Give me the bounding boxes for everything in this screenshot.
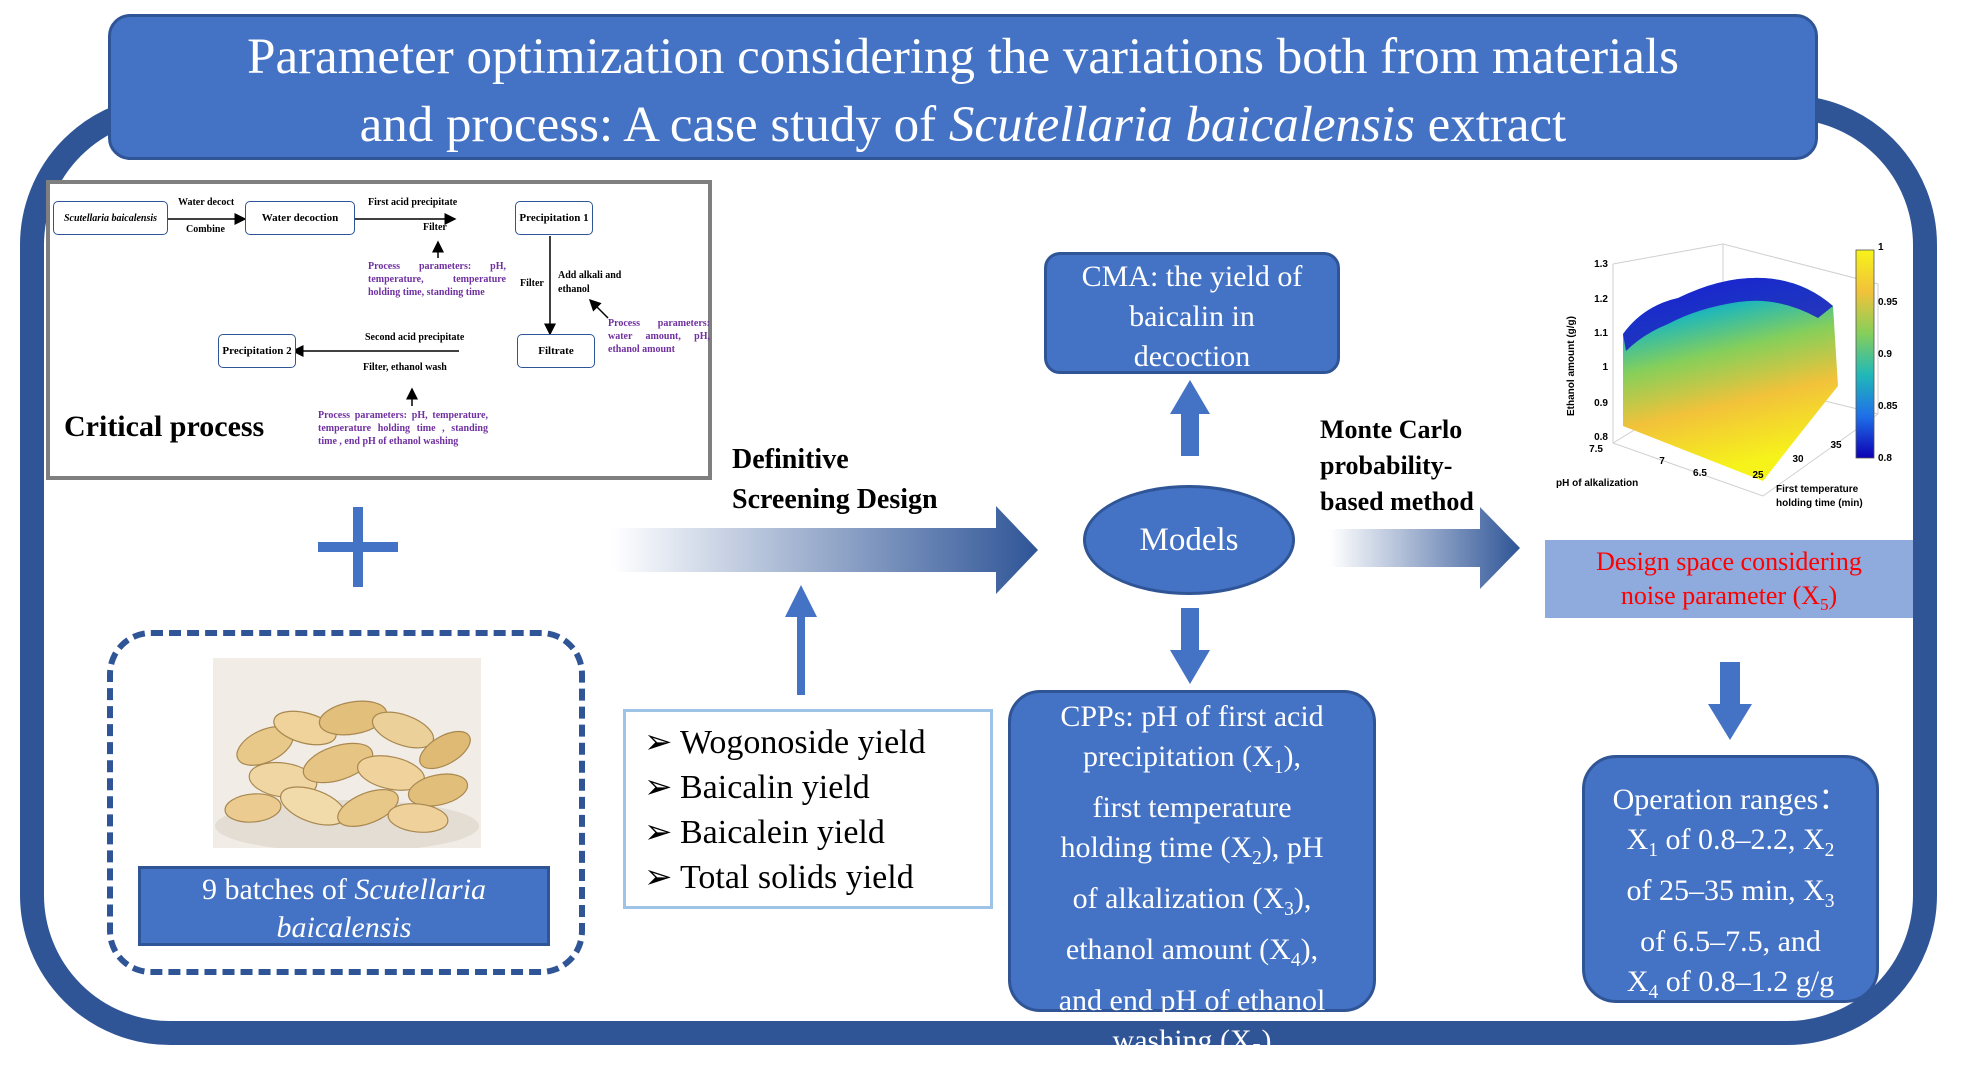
response-wogonoside: ➢Wogonoside yield (644, 724, 926, 761)
edge-label-filter-1: Filter (423, 222, 447, 233)
models-node: Models (1083, 485, 1295, 595)
monte-carlo-label: Monte Carlo probability- based method (1320, 415, 1474, 516)
colorbar (1855, 249, 1875, 459)
batches-dashed-frame (107, 630, 585, 975)
response-baicalin: ➢Baicalin yield (644, 769, 870, 806)
edge-label-combine: Combine (186, 224, 225, 235)
y-axis-label-1: First temperature (1776, 484, 1859, 495)
colorbar-tick-label: 0.8 (1878, 453, 1892, 464)
colorbar-tick-label: 0.95 (1878, 297, 1898, 308)
title-line-2: and process: A case study of Scutellaria… (359, 97, 1567, 153)
title-box: Parameter optimization considering the v… (108, 14, 1818, 160)
down-arrow-operation (1708, 662, 1752, 740)
process-params-3: Process parameters: pH, temperature, tem… (318, 410, 488, 447)
z-axis-label: Ethanol amount (g/g) (1566, 316, 1577, 416)
node-precipitation-2: Precipitation 2 (218, 334, 296, 368)
up-arrow-responses (785, 585, 817, 695)
z-tick-label: 1.1 (1594, 328, 1608, 339)
edge-label-first-acid: First acid precipitate (368, 197, 458, 208)
edge-label-second-acid: Second acid precipitate (365, 332, 465, 343)
critical-process-label: Critical process (64, 410, 265, 443)
z-tick-label: 1 (1602, 362, 1608, 373)
dsd-gradient-arrow (612, 506, 1038, 594)
y-axis-label-2: holding time (min) (1776, 498, 1863, 509)
edge-label-add-alkali: Add alkali and (558, 270, 622, 281)
x-tick-label: 7 (1659, 456, 1665, 467)
monte-carlo-gradient-arrow (1330, 507, 1520, 589)
z-tick-label: 1.3 (1594, 259, 1608, 270)
edge-label-filter-ethanol-wash: Filter, ethanol wash (363, 362, 447, 373)
z-tick-label: 1.2 (1594, 294, 1608, 305)
response-total-solids: ➢Total solids yield (644, 859, 914, 896)
down-arrow-cpps (1170, 608, 1210, 684)
herb-slices-image (213, 658, 481, 848)
critical-process-panel: Scutellaria baicalensis Water decoction … (46, 180, 712, 480)
up-arrow-cma (1170, 380, 1210, 456)
node-water-decoction: Water decoction (245, 201, 355, 235)
y-tick-label: 25 (1752, 470, 1764, 481)
node-filtrate: Filtrate (517, 334, 595, 368)
flowchart-arrows (168, 213, 609, 406)
y-tick-label: 35 (1830, 440, 1842, 451)
edge-label-water-decoct: Water decoct (178, 197, 235, 208)
x-axis-label: pH of alkalization (1556, 478, 1638, 489)
design-space-3d-plot: 1.3 1.2 1.1 1 0.9 0.8 7.5 7 6.5 25 30 35… (1556, 242, 1898, 509)
edge-label-ethanol: ethanol (558, 284, 590, 295)
title-line-1: Parameter optimization considering the v… (247, 29, 1679, 85)
x-tick-label: 7.5 (1589, 444, 1603, 455)
definitive-screening-design-label: Definitive Screening Design (732, 444, 938, 515)
colorbar-tick-label: 0.9 (1878, 349, 1892, 360)
colorbar-tick-label: 0.85 (1878, 401, 1898, 412)
z-tick-label: 0.9 (1594, 398, 1608, 409)
process-params-1: Process parameters: pH, temperature, tem… (368, 261, 506, 298)
y-tick-label: 30 (1792, 454, 1804, 465)
design-space-label: Design space considering noise parameter… (1545, 540, 1913, 618)
cpps-box: CPPs: pH of first acid precipitation (X1… (1008, 690, 1376, 1062)
responses-box: ➢Wogonoside yield ➢Baicalin yield ➢Baica… (623, 709, 993, 909)
colorbar-tick-label: 1 (1878, 242, 1884, 253)
node-scutellaria-baicalensis: Scutellaria baicalensis (53, 201, 168, 235)
response-baicalein: ➢Baicalein yield (644, 814, 885, 851)
cma-box: CMA: the yield of baicalin in decoction (1044, 252, 1340, 374)
operation-ranges-box: Operation ranges： X1 of 0.8–2.2, X2 of 2… (1582, 755, 1879, 1003)
plus-icon-bar (318, 542, 398, 552)
x-tick-label: 6.5 (1693, 468, 1707, 479)
edge-label-filter-2: Filter (520, 278, 544, 289)
z-tick-label: 0.8 (1594, 432, 1608, 443)
batches-label: 9 batches of Scutellaria baicalensis (138, 866, 550, 946)
process-params-2: Process parameters: water amount, pH, et… (608, 318, 710, 355)
node-precipitation-1: Precipitation 1 (515, 201, 593, 235)
